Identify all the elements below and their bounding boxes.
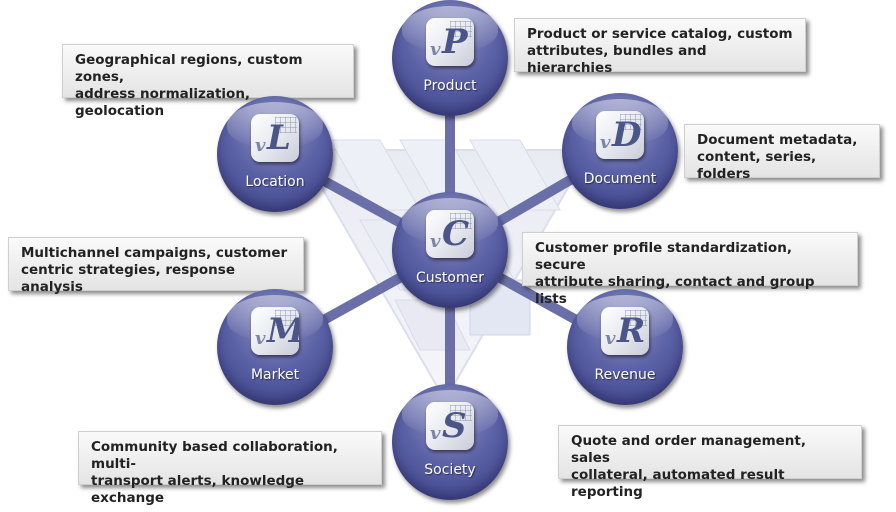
node-label: Market (250, 367, 300, 383)
icon-prefix: v (430, 39, 441, 60)
product-description-line2: attributes, bundles and hierarchies (527, 43, 707, 76)
icon-prefix: v (255, 135, 266, 156)
icon-prefix: v (430, 423, 441, 444)
node-product[interactable]: v P Product (392, 0, 508, 116)
node-society[interactable]: v S Society (392, 384, 508, 500)
grid-decoration (450, 405, 472, 421)
icon-prefix: v (605, 328, 616, 349)
location-description: Geographical regions, custom zones, addr… (62, 44, 354, 119)
market-icon: v M (251, 307, 299, 355)
icon-prefix: v (255, 328, 266, 349)
product-icon: v P (426, 18, 474, 66)
node-document[interactable]: v D Document (562, 93, 678, 209)
document-icon: v D (596, 111, 644, 159)
customer-description-line2: attribute sharing, contact and group lis… (535, 274, 815, 307)
customer-description: Customer profile standardization, secure… (522, 232, 858, 307)
icon-prefix: v (430, 231, 441, 252)
location-description-line2: address normalization, geolocation (75, 86, 251, 119)
node-label: Customer (415, 270, 484, 286)
location-description-line1: Geographical regions, custom zones, (75, 52, 303, 85)
market-description-line2: centric strategies, response analysis (21, 262, 235, 295)
node-customer[interactable]: v C Customer (392, 192, 508, 308)
icon-letter: S (442, 406, 467, 446)
icon-prefix: v (600, 132, 611, 153)
node-label: Document (583, 171, 657, 187)
grid-decoration (275, 310, 297, 326)
grid-decoration (625, 310, 647, 326)
icon-letter: R (617, 311, 646, 351)
revenue-icon: v R (601, 307, 649, 355)
document-description-line2: content, series, folders (697, 149, 817, 182)
document-description-line1: Document metadata, (697, 132, 858, 148)
icon-letter: D (612, 115, 642, 155)
node-label: Location (245, 174, 305, 190)
location-icon: v L (251, 114, 299, 162)
product-description: Product or service catalog, custom attri… (514, 18, 806, 76)
node-revenue[interactable]: v R Revenue (567, 289, 683, 405)
society-description-line2: transport alerts, knowledge exchange (91, 473, 305, 506)
grid-decoration (450, 21, 472, 37)
product-description-line1: Product or service catalog, custom (527, 26, 793, 42)
society-icon: v S (426, 402, 474, 450)
market-description-line1: Multichannel campaigns, customer (21, 245, 288, 261)
node-market[interactable]: v M Market (217, 289, 333, 405)
grid-decoration (450, 213, 472, 229)
document-description: Document metadata, content, series, fold… (684, 124, 880, 182)
society-description: Community based collaboration, multi- tr… (78, 431, 382, 506)
customer-description-line1: Customer profile standardization, secure (535, 240, 792, 273)
icon-letter: L (267, 118, 291, 158)
grid-decoration (620, 114, 642, 130)
icon-letter: M (267, 311, 299, 351)
node-label: Society (424, 462, 476, 478)
icon-letter: C (442, 214, 470, 254)
node-label: Product (423, 78, 477, 94)
revenue-description-line1: Quote and order management, sales (571, 433, 806, 466)
revenue-description: Quote and order management, sales collat… (558, 425, 862, 500)
market-description: Multichannel campaigns, customer centric… (8, 237, 304, 295)
grid-decoration (275, 117, 297, 133)
node-location[interactable]: v L Location (217, 96, 333, 212)
node-label: Revenue (594, 367, 656, 383)
revenue-description-line2: collateral, automated result reporting (571, 467, 785, 500)
society-description-line1: Community based collaboration, multi- (91, 439, 338, 472)
icon-letter: P (442, 22, 468, 62)
customer-icon: v C (426, 210, 474, 258)
